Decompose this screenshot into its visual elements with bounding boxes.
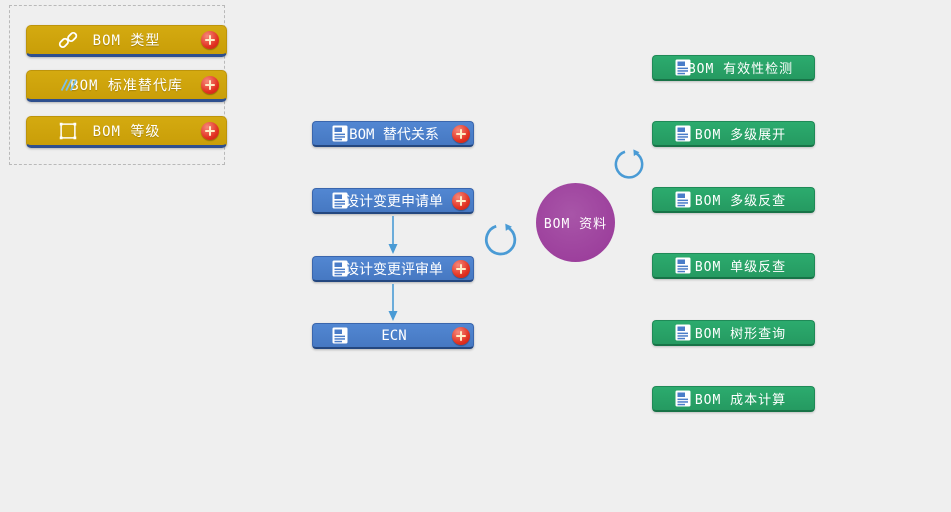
node-label: BOM 资料 — [543, 217, 608, 232]
square-icon — [57, 120, 79, 142]
add-icon[interactable] — [201, 122, 219, 140]
slashes-icon — [57, 74, 79, 96]
bom-config-panel: BOM 类型 BOM 标准替代库 BOM 等级 — [9, 5, 227, 165]
bom-cost-calc-button[interactable]: BOM 成本计算 — [652, 386, 815, 412]
bom-substitute-relation-button[interactable]: BOM 替代关系 — [312, 121, 474, 147]
design-change-request-button[interactable]: 设计变更申请单 — [312, 188, 474, 214]
button-label: BOM 类型 — [92, 33, 161, 49]
chain-link-icon — [57, 29, 79, 51]
button-label: BOM 树形查询 — [694, 327, 787, 342]
add-icon[interactable] — [452, 124, 470, 143]
button-label: BOM 多级展开 — [694, 128, 787, 143]
bom-data-node[interactable]: BOM 资料 — [536, 183, 615, 262]
bom-tree-query-button[interactable]: BOM 树形查询 — [652, 320, 815, 346]
bom-standard-substitute-library-button[interactable]: BOM 标准替代库 — [26, 70, 227, 102]
button-label: BOM 标准替代库 — [70, 78, 183, 94]
button-label: BOM 单级反查 — [694, 260, 787, 275]
button-label: BOM 成本计算 — [694, 393, 787, 408]
button-label: BOM 等级 — [92, 124, 161, 140]
bom-multilevel-expand-button[interactable]: BOM 多级展开 — [652, 121, 815, 147]
document-icon — [332, 260, 348, 277]
document-icon — [675, 324, 691, 341]
button-label: 设计变更申请单 — [345, 193, 443, 210]
sync-icon — [614, 149, 644, 179]
add-icon[interactable] — [452, 259, 470, 278]
document-icon — [332, 192, 348, 209]
button-label: BOM 替代关系 — [349, 126, 439, 143]
document-icon — [675, 390, 691, 407]
document-icon — [332, 125, 348, 142]
bom-singlelevel-reverse-query-button[interactable]: BOM 单级反查 — [652, 253, 815, 279]
document-icon — [332, 327, 348, 344]
button-label: BOM 有效性检测 — [687, 62, 794, 77]
document-icon — [675, 59, 691, 76]
button-label: 设计变更评审单 — [345, 261, 443, 278]
button-label: BOM 多级反查 — [694, 194, 787, 209]
sync-icon — [484, 223, 517, 256]
bom-type-button[interactable]: BOM 类型 — [26, 25, 227, 57]
add-icon[interactable] — [452, 326, 470, 345]
bom-validity-check-button[interactable]: BOM 有效性检测 — [652, 55, 815, 81]
ecn-button[interactable]: ECN — [312, 323, 474, 349]
bom-level-button[interactable]: BOM 等级 — [26, 116, 227, 148]
design-change-review-button[interactable]: 设计变更评审单 — [312, 256, 474, 282]
flow-arrow — [388, 216, 398, 254]
bom-multilevel-reverse-query-button[interactable]: BOM 多级反查 — [652, 187, 815, 213]
document-icon — [675, 257, 691, 274]
flow-arrow — [388, 284, 398, 321]
document-icon — [675, 191, 691, 208]
add-icon[interactable] — [201, 76, 219, 94]
add-icon[interactable] — [452, 191, 470, 210]
document-icon — [675, 125, 691, 142]
button-label: ECN — [381, 327, 407, 344]
add-icon[interactable] — [201, 31, 219, 49]
